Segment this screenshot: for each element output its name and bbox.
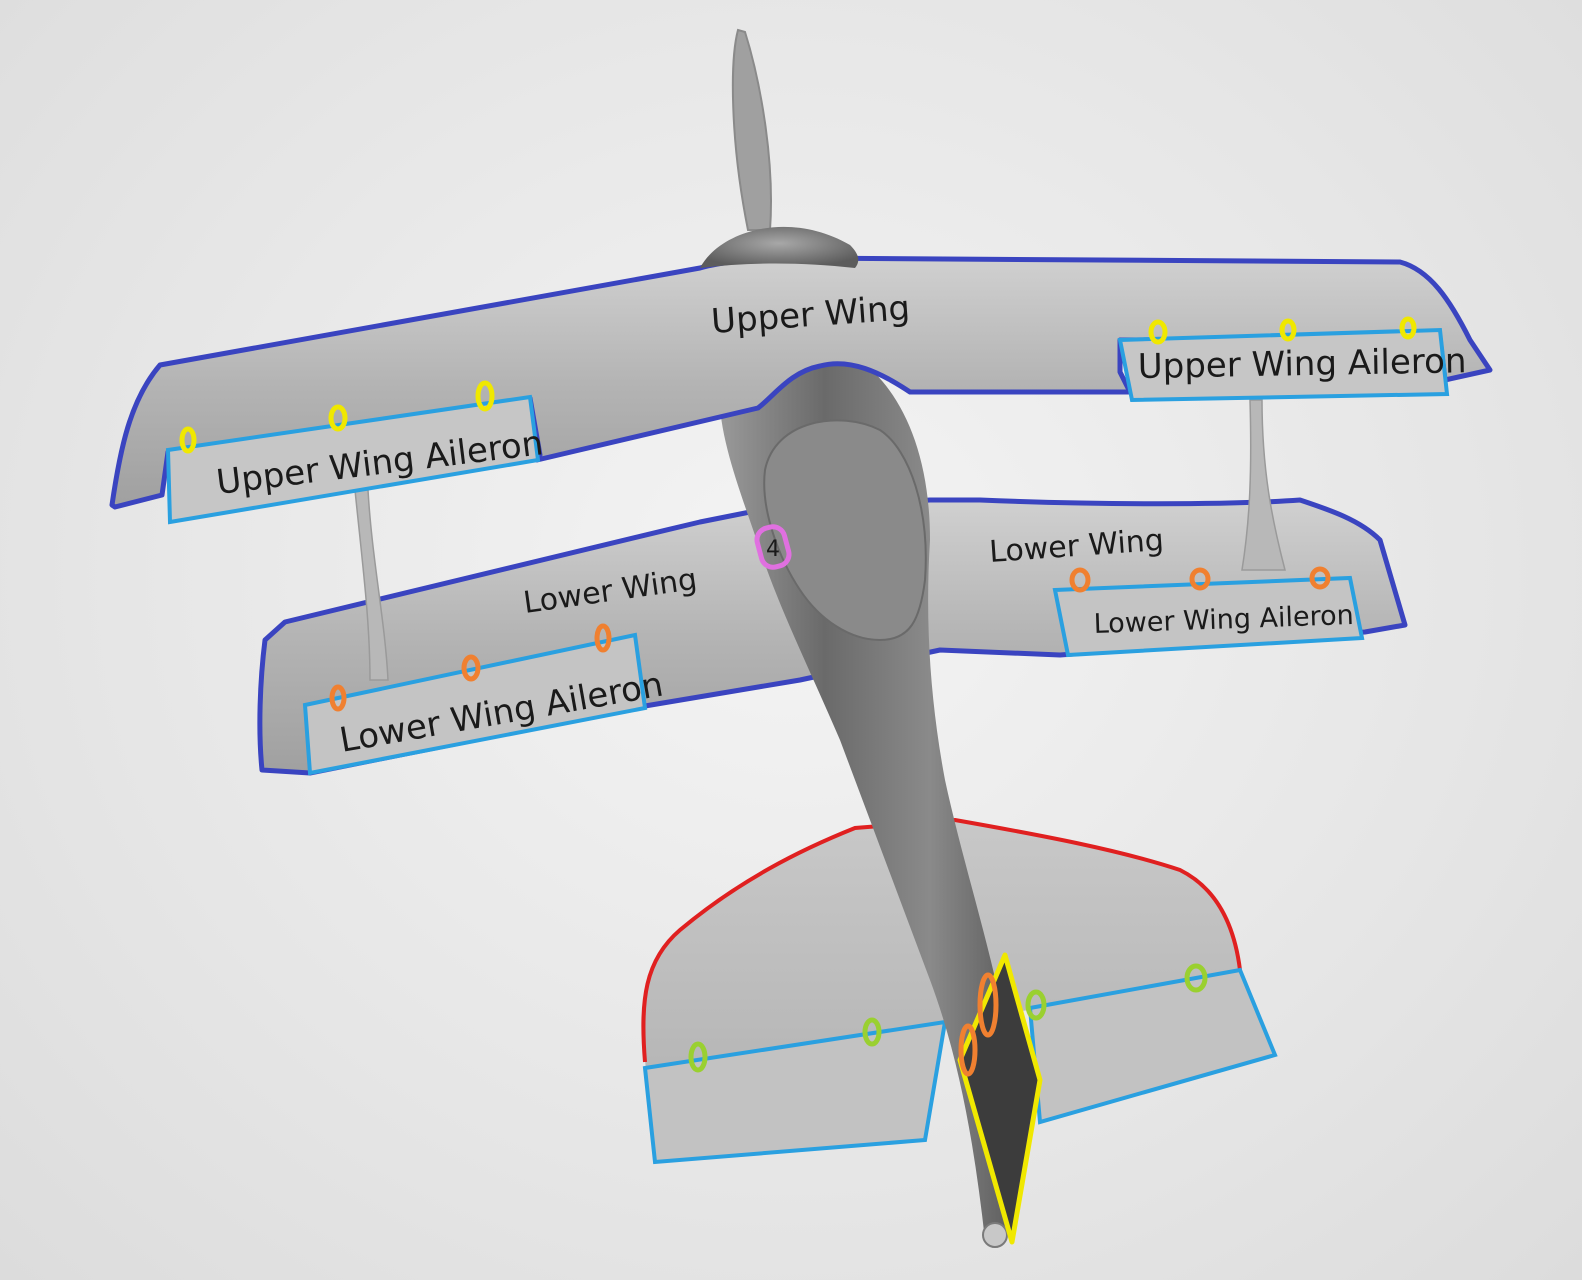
hinge-marker-icon	[977, 972, 999, 1038]
tail-wheel	[982, 1222, 1008, 1248]
hinge-marker-icon	[461, 654, 481, 682]
lower-wing-aileron-right-outline	[1052, 575, 1365, 658]
hinge-marker-icon	[1025, 989, 1047, 1021]
hinge-marker-icon	[1148, 319, 1168, 345]
hinge-marker-icon	[862, 1017, 882, 1047]
numbered-marker	[754, 524, 792, 570]
nose-cowl	[700, 226, 859, 268]
hinge-markers-upper	[179, 316, 1417, 454]
hinge-marker-icon	[1279, 318, 1297, 342]
hinge-marker-icon	[328, 404, 348, 432]
lower-wing-aileron-left-outline	[302, 632, 648, 776]
hinge-marker-icon	[1399, 316, 1417, 340]
marker-number: 4	[766, 537, 780, 562]
strut-right	[1241, 399, 1286, 571]
hinge-marker-icon	[1069, 567, 1091, 593]
hinge-marker-icon	[1184, 963, 1208, 993]
hinge-marker-icon	[1309, 566, 1331, 590]
upper-wing-aileron-left-outline	[165, 394, 541, 525]
hinge-marker-icon	[688, 1041, 708, 1073]
hinge-marker-icon	[1189, 567, 1211, 591]
label-upper-wing-aileron-right: Upper Wing Aileron	[1137, 341, 1466, 387]
upper-wing	[109, 255, 1493, 525]
hinge-marker-icon	[475, 380, 495, 412]
fuselage	[719, 342, 1020, 1248]
hinge-marker-icon	[179, 426, 197, 454]
hinge-marker-icon	[958, 1023, 978, 1077]
hinge-markers-lower	[329, 566, 1331, 1077]
elevator-left-outline	[642, 1019, 948, 1165]
hinge-markers-tail	[688, 963, 1208, 1073]
hinge-marker-icon	[329, 684, 347, 712]
upper-wing-aileron-right-outline	[1117, 327, 1450, 403]
cockpit-fairing	[763, 419, 927, 642]
propeller	[731, 28, 772, 231]
strut-left	[354, 489, 389, 681]
hinge-marker-icon	[594, 623, 612, 653]
